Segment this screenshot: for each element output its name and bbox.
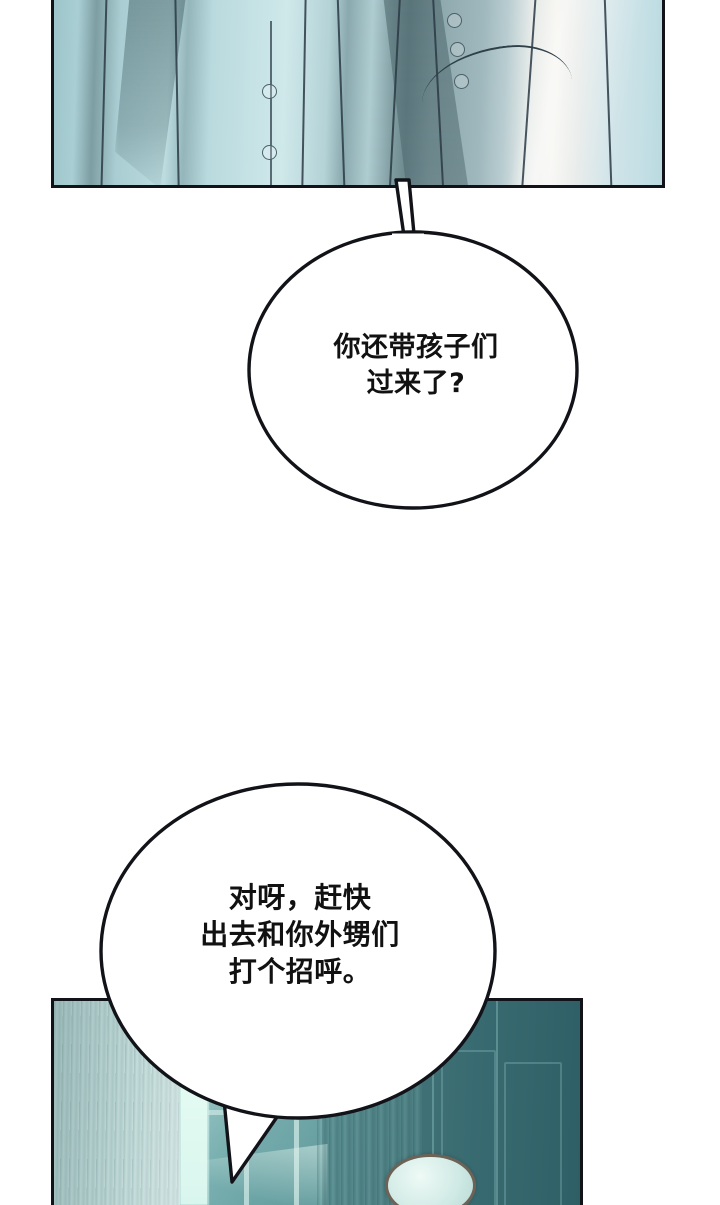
wall-moulding — [441, 1049, 496, 1205]
speech-bubble-body — [247, 230, 579, 510]
shirt-button-icon — [261, 83, 277, 99]
speech-bubble-top-shape — [247, 178, 579, 510]
speech-bubble-body — [99, 782, 497, 1120]
round-mirror — [385, 1154, 476, 1205]
tail-join-mask — [215, 1093, 295, 1103]
vest-button-icon — [450, 41, 466, 57]
vest-button-icon — [454, 74, 470, 90]
speech-bubble-top: 你还带孩子们 过来了? — [246, 178, 586, 518]
speech-bubble-tail — [394, 178, 416, 238]
wall-corner-line — [496, 1001, 499, 1205]
speech-bubble-bottom-shape — [99, 782, 497, 1184]
wall-corner-line — [431, 1001, 434, 1205]
speech-bubble-bottom: 对呀，赶快 出去和你外甥们 打个招呼。 — [98, 778, 502, 1188]
shirt-button-icon — [261, 144, 277, 160]
vest-button-icon — [446, 13, 462, 29]
comic-panel-top — [51, 0, 665, 188]
shirt-placket — [270, 20, 273, 185]
wall-moulding — [504, 1062, 562, 1205]
